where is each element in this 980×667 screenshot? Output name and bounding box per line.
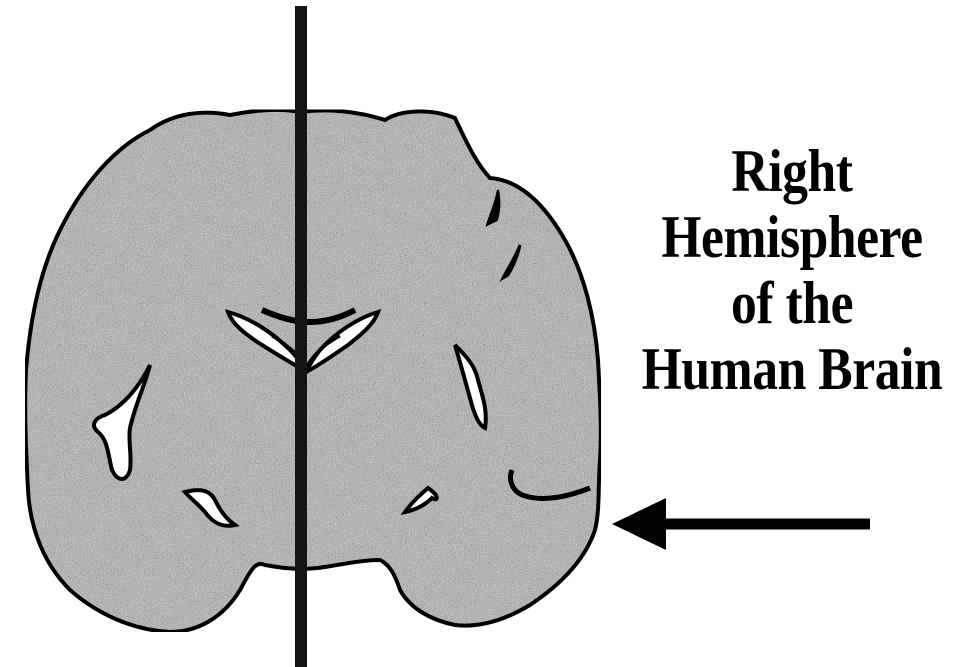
arrow-head <box>612 498 666 550</box>
hemisphere-label: Right Hemisphere of the Human Brain <box>630 138 953 402</box>
label-line-4: Human Brain <box>630 336 953 402</box>
label-line-1: Right <box>630 138 953 204</box>
brain-section <box>25 110 601 632</box>
midline-divider <box>295 6 307 667</box>
label-line-2: Hemisphere <box>630 204 953 270</box>
label-line-3: of the <box>630 270 953 336</box>
